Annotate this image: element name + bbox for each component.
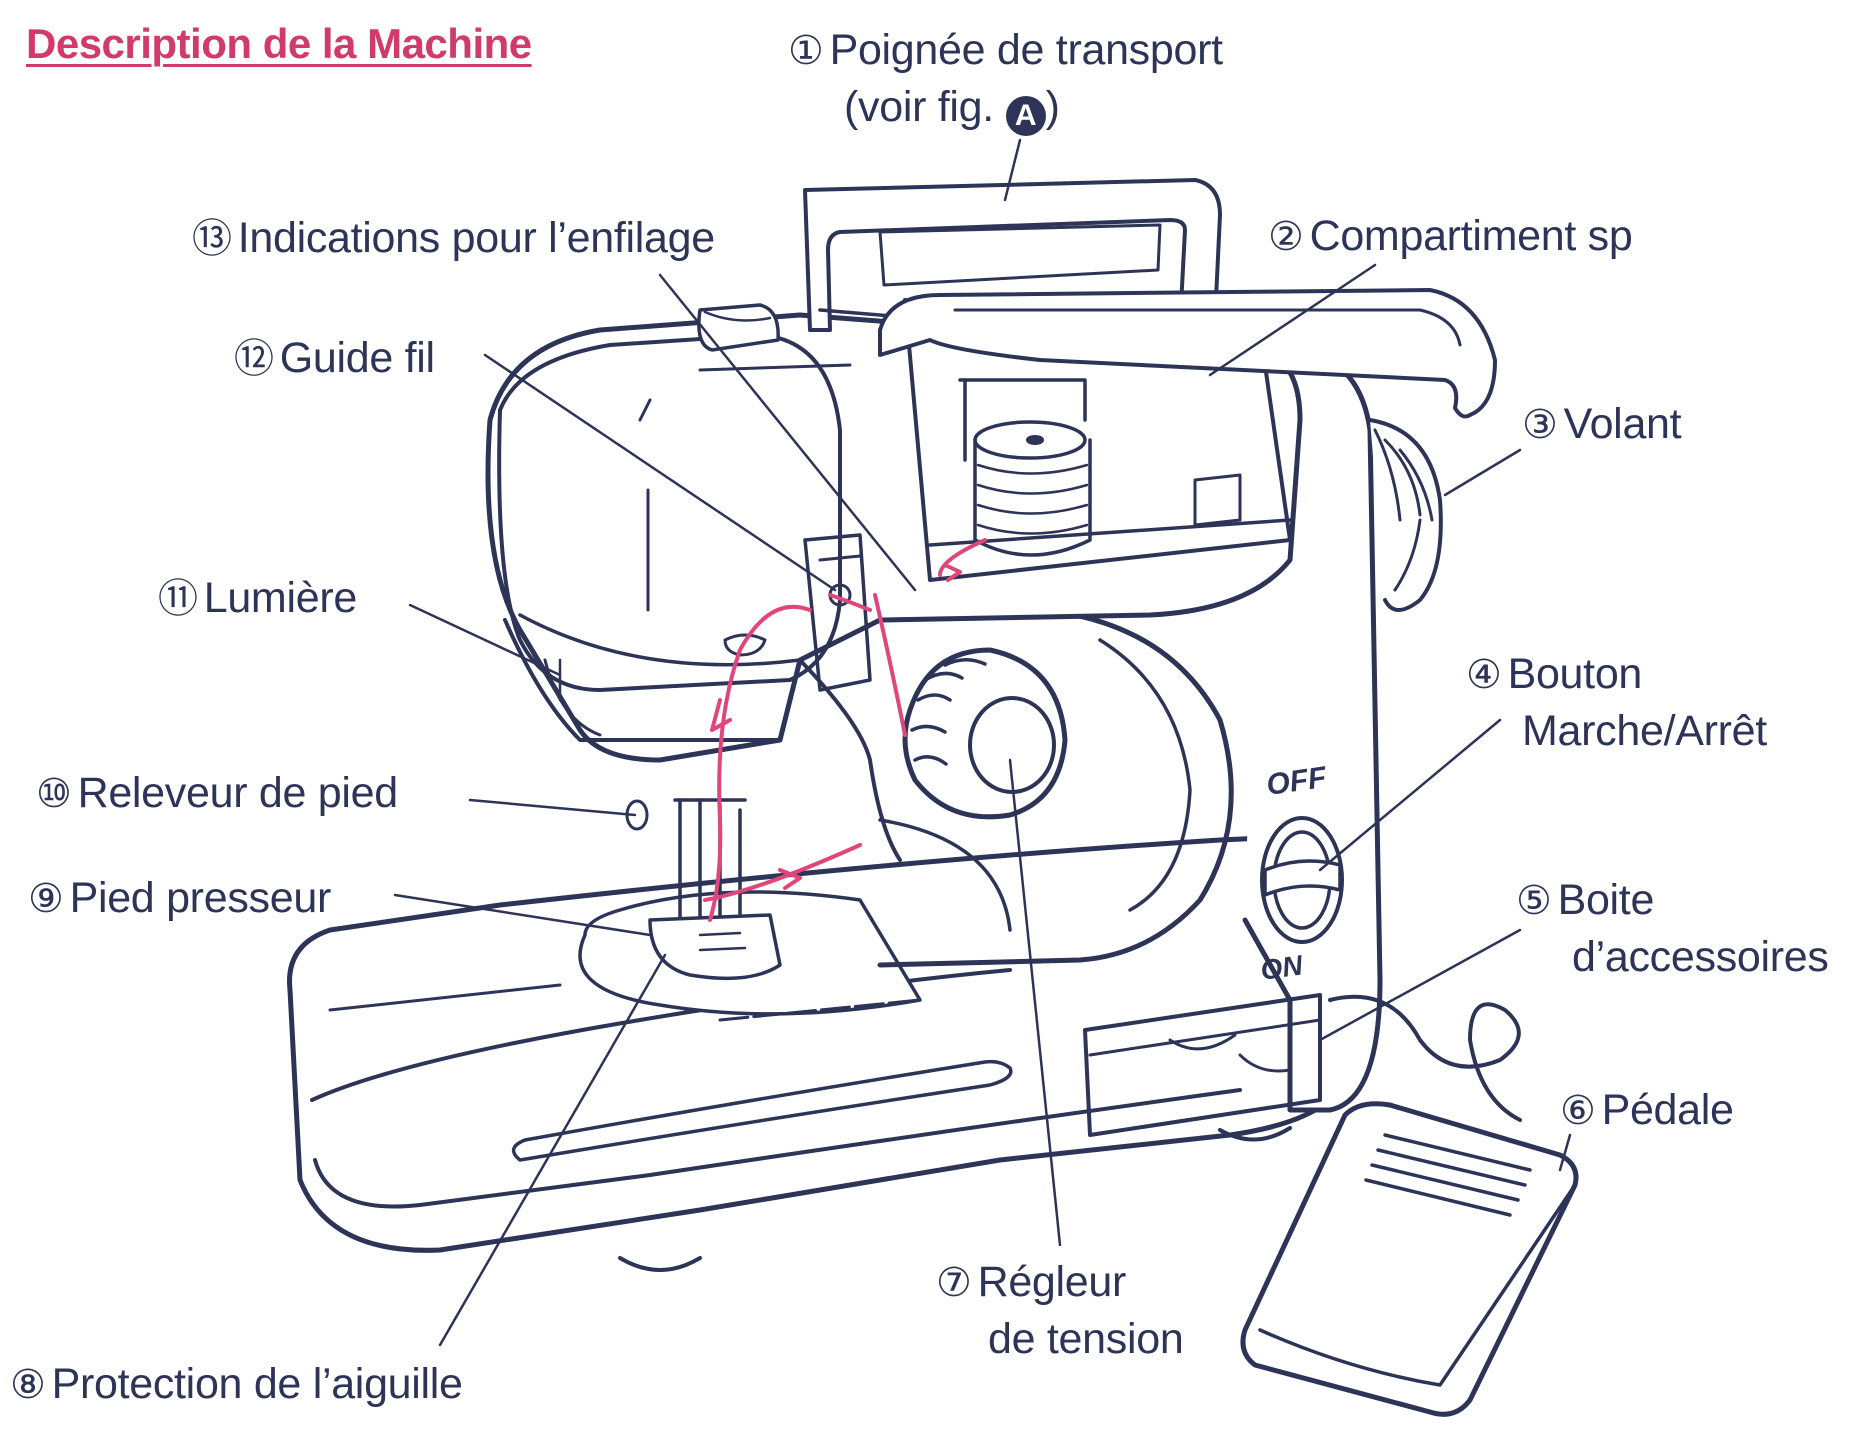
label-number: ④ xyxy=(1466,653,1502,697)
leader-lines xyxy=(393,138,1572,1347)
label-number: ③ xyxy=(1522,403,1558,447)
label-number: ⑧ xyxy=(10,1363,46,1407)
label-number: ① xyxy=(788,29,824,73)
handwheel xyxy=(1368,418,1443,612)
label-text: Compartiment sp xyxy=(1309,212,1633,260)
label-text: Guide fil xyxy=(279,334,435,382)
label-text: Poignée de transport xyxy=(829,26,1224,74)
label-number: ⑥ xyxy=(1560,1089,1596,1133)
power-switch: OFF ON xyxy=(1259,761,1344,986)
label-number: ⑤ xyxy=(1516,879,1552,923)
label-text: Indications pour l’enfilage xyxy=(237,214,715,262)
label-text: Releveur de pied xyxy=(77,769,399,817)
label-number: ⑪ xyxy=(158,577,198,621)
label-number: ⑩ xyxy=(36,772,72,816)
label-text-line2: de tension xyxy=(988,1315,1184,1363)
label-number: ⑫ xyxy=(234,337,274,381)
figure-badge-text: A xyxy=(1014,99,1037,132)
label-text: Pied presseur xyxy=(69,874,332,922)
label-text: Protection de l’aiguille xyxy=(51,1360,463,1408)
accessory-drawer xyxy=(1083,993,1322,1137)
label-number: ⑦ xyxy=(936,1261,972,1305)
label-text-line2: Marche/Arrêt xyxy=(1522,707,1767,755)
needle-assembly xyxy=(625,798,782,981)
label-text-line2: (voir fig. xyxy=(844,83,1006,131)
figure-badge-icon: A xyxy=(1005,96,1046,136)
label-number: ② xyxy=(1268,215,1304,259)
label-text: Bouton xyxy=(1507,650,1643,698)
top-lid xyxy=(878,288,1497,419)
label-text: Volant xyxy=(1563,400,1682,448)
label-number: ⑨ xyxy=(28,877,64,921)
tension-dial xyxy=(902,647,1068,820)
label-text-line3: ) xyxy=(1045,83,1060,131)
label-text: Pédale xyxy=(1601,1086,1734,1134)
label-text-line2: d’accessoires xyxy=(1572,933,1829,981)
label-text: Lumière xyxy=(203,574,358,622)
threading-path xyxy=(703,538,987,922)
label-text: Régleur xyxy=(977,1258,1127,1306)
label-text: Boite xyxy=(1557,876,1655,924)
label-number: ⑬ xyxy=(192,217,232,261)
foot-pedal xyxy=(1240,994,1579,1417)
page-title: Description de la Machine xyxy=(26,20,532,67)
switch-on-label: ON xyxy=(1259,949,1306,986)
